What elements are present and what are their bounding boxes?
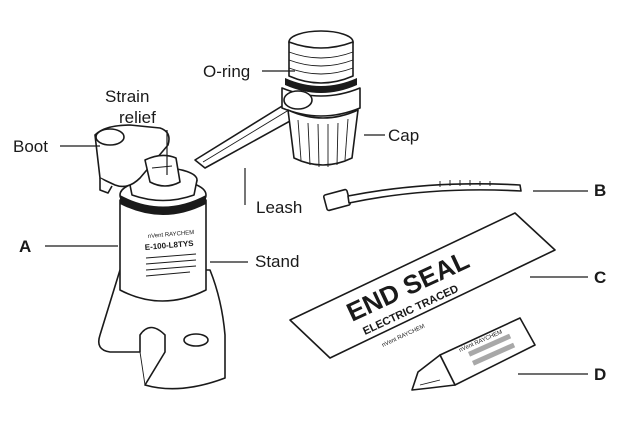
stand-brand-text: nVent RAYCHEM [148, 230, 195, 240]
strain-relief [144, 154, 181, 187]
letter-d: D [594, 365, 606, 384]
label-boot: Boot [13, 137, 48, 156]
cap [281, 30, 361, 168]
label-strain-relief-line2: relief [119, 108, 156, 127]
stand: nVent RAYCHEM E-100-L8TYS [97, 167, 226, 390]
o-ring-band [285, 78, 357, 93]
label-o-ring: O-ring [203, 62, 250, 81]
letter-a: A [19, 237, 31, 256]
label-leash: Leash [256, 198, 302, 217]
cable-tie [322, 180, 522, 212]
sealant-tube: nVent RAYCHEM [411, 317, 536, 391]
label-strain-relief-line1: Strain [105, 87, 149, 106]
boot [94, 124, 170, 194]
stand-model-text: E-100-L8TYS [144, 239, 194, 252]
letter-b: B [594, 181, 606, 200]
letter-c: C [594, 268, 606, 287]
label-stand: Stand [255, 252, 299, 271]
label-cap: Cap [388, 126, 419, 145]
leader-lines [45, 70, 588, 375]
